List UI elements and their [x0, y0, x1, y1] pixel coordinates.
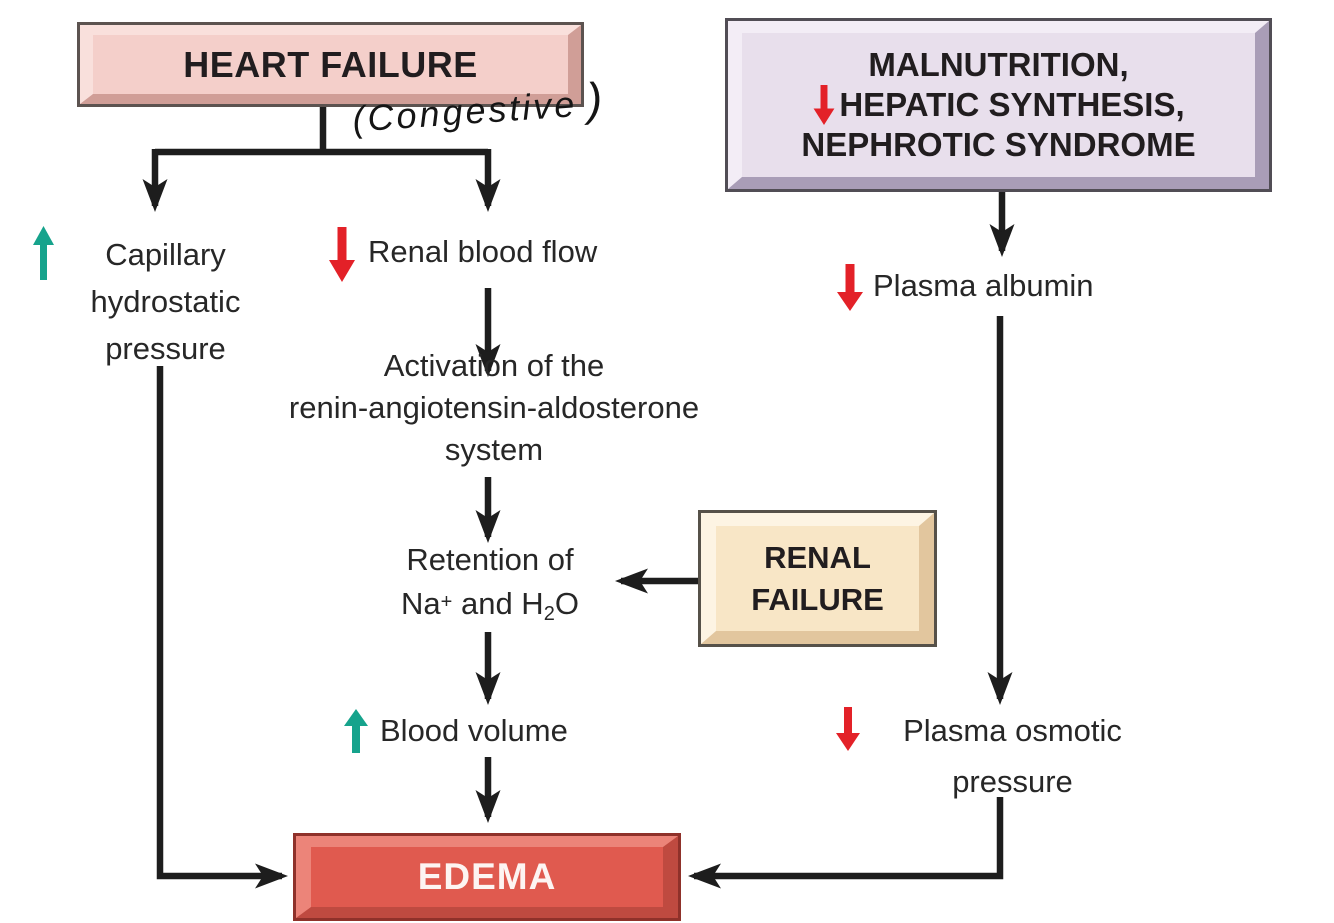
edge-capillary-to-edema	[156, 366, 288, 889]
malnutrition-line-2: HEPATIC SYNTHESIS,	[812, 85, 1185, 125]
plasma-osmotic-line-1: Plasma osmotic	[903, 713, 1122, 748]
renal-failure-box: RENAL FAILURE	[698, 510, 937, 647]
capillary-line-1: Capillary	[105, 237, 226, 272]
heart-failure-label: HEART FAILURE	[183, 43, 478, 85]
retention-h2o-subscript: 2	[543, 603, 555, 625]
raas-line-3: system	[444, 432, 544, 467]
plasma-osmotic-line-2: pressure	[952, 764, 1073, 799]
heart-failure-box-bevel	[80, 25, 581, 104]
red-down-arrow-icon	[329, 227, 355, 282]
retention-line-1: Retention of	[406, 542, 574, 577]
blood-volume-label: Blood volume	[380, 713, 568, 748]
malnutrition-line-2-text: HEPATIC SYNTHESIS,	[839, 86, 1185, 123]
malnutrition-box: MALNUTRITION, HEPATIC SYNTHESIS, NEPHROT…	[725, 18, 1272, 192]
retention-and-h: and H	[452, 586, 544, 621]
edema-box-bevel	[296, 836, 678, 918]
retention-na-h2o-label: Retention of Na+ and H2O	[380, 538, 600, 636]
edema-label: EDEMA	[417, 856, 557, 897]
retention-line-2: Na+ and H2O	[380, 581, 600, 636]
red-down-arrow-icon	[836, 707, 860, 751]
plasma-osmotic-pressure-label: Plasma osmotic pressure	[860, 705, 1165, 807]
capillary-line-3: pressure	[105, 331, 226, 366]
capillary-line-2: hydrostatic	[90, 284, 241, 319]
retention-na-charge: +	[440, 591, 453, 613]
edema-box: EDEMA	[293, 833, 681, 921]
renal-blood-flow-label: Renal blood flow	[368, 234, 598, 269]
malnutrition-line-1: MALNUTRITION,	[868, 46, 1129, 83]
teal-up-arrow-icon	[33, 226, 54, 280]
red-down-arrow-icon	[813, 85, 835, 125]
renal-failure-line-2: FAILURE	[751, 581, 884, 617]
edge-osmotic-to-edema	[688, 797, 1004, 889]
red-down-arrow-icon	[837, 264, 863, 311]
renal-failure-line-1: RENAL	[764, 539, 871, 575]
raas-line-2: renin-angiotensin-aldosterone	[288, 390, 700, 425]
malnutrition-line-3: NEPHROTIC SYNDROME	[801, 126, 1196, 163]
malnutrition-box-bevel	[728, 21, 1269, 189]
teal-up-arrow-icon	[344, 709, 368, 753]
edge-heartfailure-branch	[155, 107, 488, 156]
renal-failure-label: RENAL FAILURE	[701, 513, 934, 644]
raas-line-1: Activation of the	[383, 348, 605, 383]
retention-o: O	[554, 586, 579, 621]
renal-failure-box-bevel	[701, 513, 934, 644]
raas-activation-label: Activation of the renin-angiotensin-aldo…	[224, 345, 764, 471]
capillary-hydrostatic-pressure-label: Capillary hydrostatic pressure	[58, 231, 273, 372]
malnutrition-label: MALNUTRITION, HEPATIC SYNTHESIS, NEPHROT…	[728, 21, 1269, 189]
heart-failure-box: HEART FAILURE	[77, 22, 584, 107]
retention-na: Na	[401, 586, 441, 621]
plasma-albumin-label: Plasma albumin	[873, 268, 1094, 303]
